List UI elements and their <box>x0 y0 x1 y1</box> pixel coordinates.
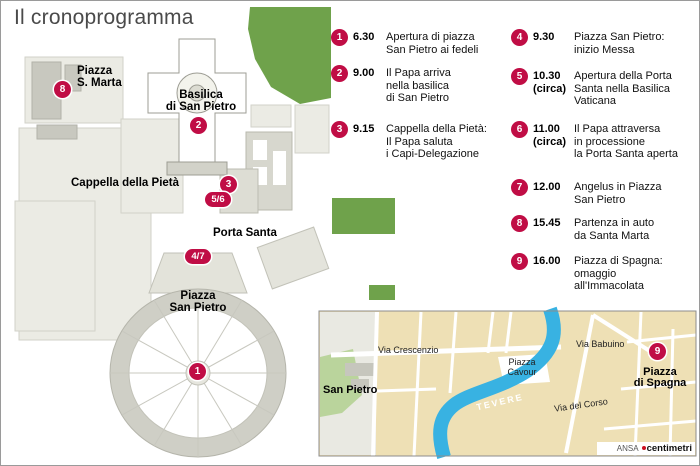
inset-marker-9: 9 <box>649 343 666 360</box>
label-porta-santa: Porta Santa <box>213 227 277 239</box>
timeline-item-3: 3 9.15 Cappella della Pietà: Il Papa sal… <box>331 121 509 161</box>
label-piazza-s-marta: Piazza S. Marta <box>77 65 122 89</box>
timeline-item-7: 7 12.00 Angelus in Piazza San Pietro <box>511 179 697 206</box>
credit-line: ANSA centimetri <box>597 443 692 454</box>
credit-dot-icon <box>641 446 646 450</box>
timeline-badge-1: 1 <box>331 29 348 46</box>
timeline-time-6: 11.00(circa) <box>533 123 567 148</box>
timeline-item-9: 9 16.00 Piazza di Spagna: omaggio all'Im… <box>511 253 697 293</box>
timeline-time-1: 6.30 <box>353 31 375 43</box>
label-san-pietro: San Pietro <box>323 384 378 396</box>
timeline-time-5: 10.30(circa) <box>533 70 567 95</box>
garden-areas <box>248 7 395 300</box>
timeline-badge-7: 7 <box>511 179 528 196</box>
label-piazza-cavour: Piazza Cavour <box>507 357 537 377</box>
courtyard-buildings <box>219 131 293 214</box>
label-basilica: Basilica di San Pietro <box>165 89 237 113</box>
tevere-river <box>433 306 561 459</box>
timeline-time-7: 12.00 <box>533 181 561 193</box>
timeline-item-8: 8 15.45 Partenza in auto da Santa Marta <box>511 215 697 242</box>
timeline-badge-5: 5 <box>511 68 528 85</box>
label-cappella: Cappella della Pietà <box>71 177 180 189</box>
credit-ansa: ANSA <box>616 444 639 453</box>
timeline-text-9: Piazza di Spagna: omaggio all'Immacolata <box>574 255 663 292</box>
timeline-item-1: 1 6.30 Apertura di piazza San Pietro ai … <box>331 29 509 56</box>
basilica-shape <box>147 38 247 176</box>
timeline-badge-3: 3 <box>331 121 348 138</box>
timeline-badge-2: 2 <box>331 65 348 82</box>
timeline-badge-9: 9 <box>511 253 528 270</box>
timeline-item-6: 6 11.00(circa) Il Papa attraversa in pro… <box>511 121 697 161</box>
timeline-time-8: 15.45 <box>533 217 561 229</box>
timeline-badge-8: 8 <box>511 215 528 232</box>
label-piazza-san-pietro: Piazza San Pietro <box>169 290 227 314</box>
timeline-item-5: 5 10.30(circa) Apertura della Porta Sant… <box>511 68 697 108</box>
timeline-text-6: Il Papa attraversa in processione la Por… <box>574 123 678 160</box>
timeline-text-3: Cappella della Pietà: Il Papa saluta i C… <box>386 123 487 160</box>
timeline-item-4: 4 9.30 Piazza San Pietro: inizio Messa <box>511 29 697 56</box>
credit-strip <box>597 442 695 455</box>
timeline-text-4: Piazza San Pietro: inizio Messa <box>574 31 665 56</box>
map-marker-2: 2 <box>190 117 207 134</box>
inset-streets <box>330 311 697 457</box>
timeline-text-7: Angelus in Piazza San Pietro <box>574 181 662 206</box>
timeline-item-2: 2 9.00 Il Papa arriva nella basilica di … <box>331 65 509 105</box>
label-via-babuino: Via Babuino <box>576 339 625 349</box>
timeline-text-5: Apertura della Porta Santa nella Basilic… <box>574 70 672 107</box>
timeline-text-8: Partenza in auto da Santa Marta <box>574 217 655 242</box>
timeline-badge-6: 6 <box>511 121 528 138</box>
timeline-time-4: 9.30 <box>533 31 555 43</box>
timeline-text-2: Il Papa arriva nella basilica di San Pie… <box>386 67 451 104</box>
map-marker-8: 8 <box>54 81 71 98</box>
aula-building <box>256 226 330 290</box>
timeline-time-9: 16.00 <box>533 255 561 267</box>
label-via-crescenzio: Via Crescenzio <box>378 345 439 355</box>
inset-map <box>318 306 697 459</box>
map-marker-3: 3 <box>220 176 237 193</box>
map-marker-4-7: 4/7 <box>185 249 211 264</box>
map-marker-5-6: 5/6 <box>205 192 231 207</box>
label-piazza-di-spagna: Piazza di Spagna <box>633 366 687 389</box>
credit-brand: centimetri <box>646 443 692 454</box>
timeline-time-3: 9.15 <box>353 123 375 135</box>
map-marker-1: 1 <box>189 363 206 380</box>
vatican-buildings-dark <box>31 61 82 140</box>
timeline-badge-4: 4 <box>511 29 528 46</box>
timeline-time-2: 9.00 <box>353 67 375 79</box>
timeline-text-1: Apertura di piazza San Pietro ai fedeli <box>386 31 479 56</box>
page-title: Il cronoprogramma <box>14 6 194 29</box>
